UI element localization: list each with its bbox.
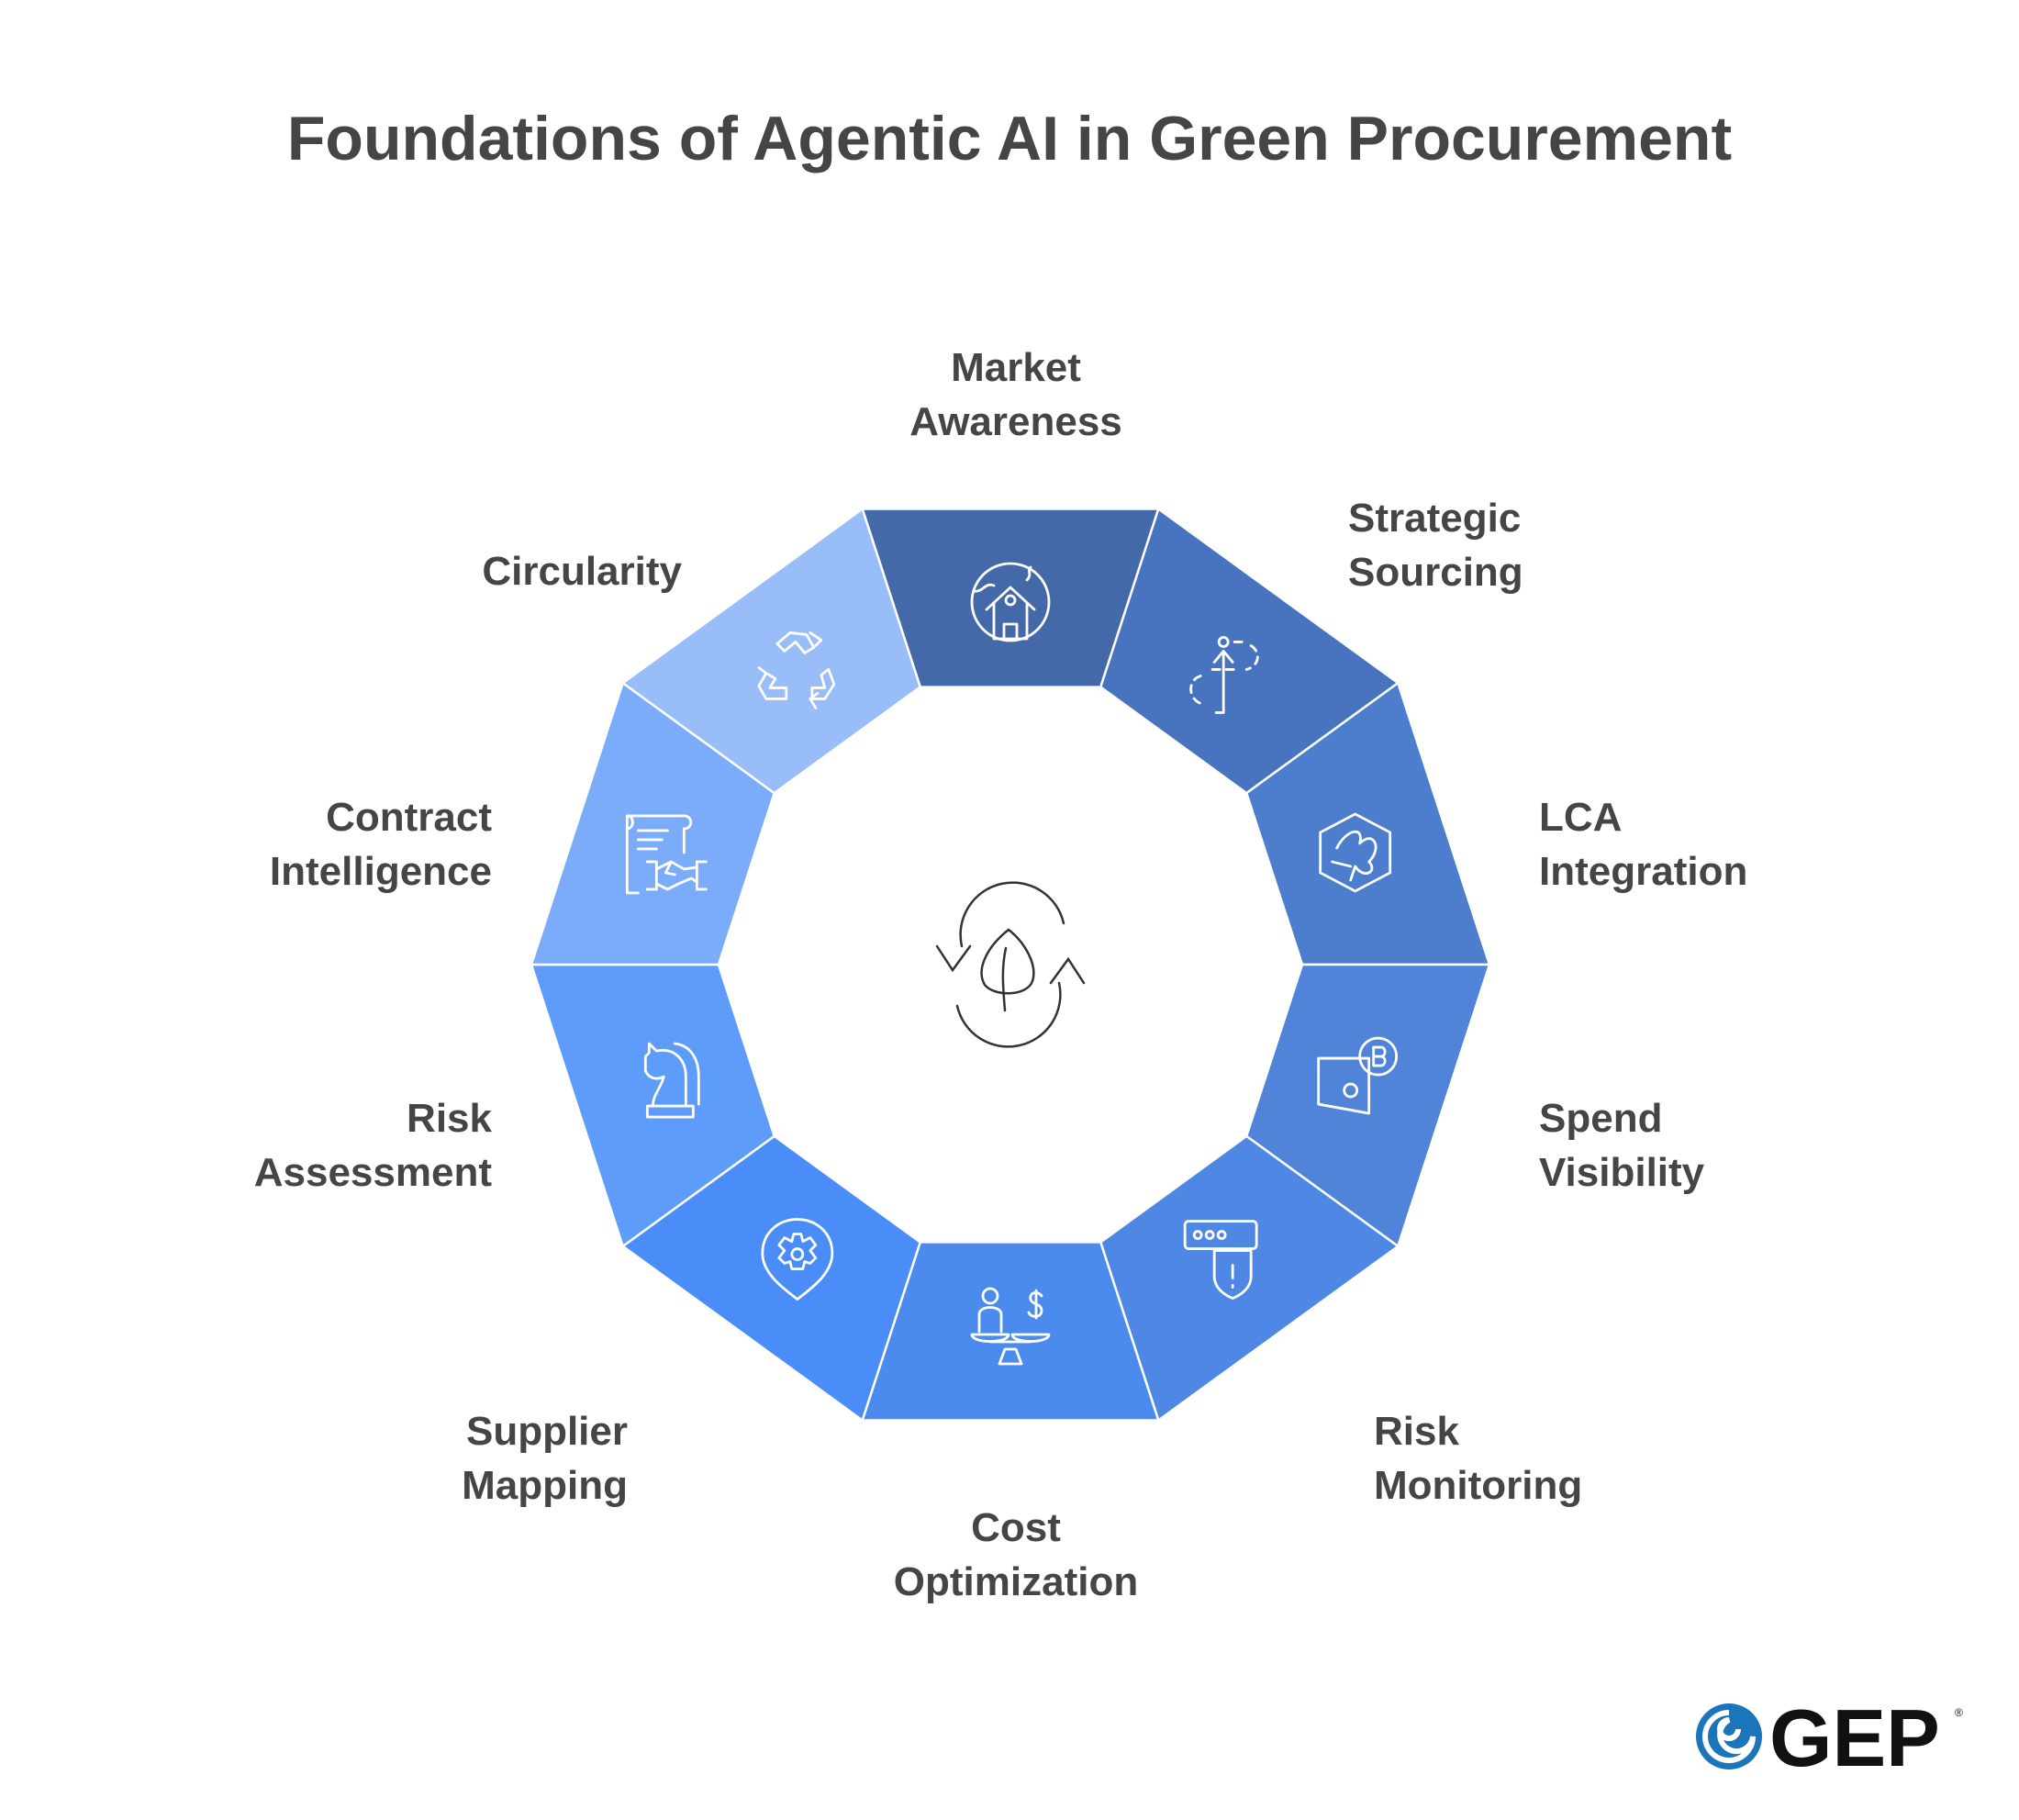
balance-scale-icon xyxy=(970,1287,1051,1366)
svg-text:®: ® xyxy=(1955,1706,1963,1719)
gep-wordmark: GEP xyxy=(1769,1700,1940,1773)
hexagon-leaf-icon xyxy=(1319,812,1392,893)
path-arrow-icon xyxy=(1189,636,1259,714)
recycle-icon xyxy=(757,631,836,709)
diagram-title: Foundations of Agentic AI in Green Procu… xyxy=(286,104,1733,173)
location-gear-icon xyxy=(761,1218,834,1301)
wallet-coin-icon xyxy=(1317,1036,1399,1115)
contract-handshake-icon xyxy=(625,814,708,895)
leaf-cycle-icon xyxy=(935,881,1086,1048)
gep-logo: GEP ® xyxy=(1696,1700,1963,1773)
globe-house-icon xyxy=(970,562,1051,642)
alert-shield-icon xyxy=(1183,1220,1258,1300)
segment-circularity xyxy=(620,507,922,795)
chess-knight-icon xyxy=(643,1042,700,1119)
label-circularity: Circularity xyxy=(482,549,682,594)
